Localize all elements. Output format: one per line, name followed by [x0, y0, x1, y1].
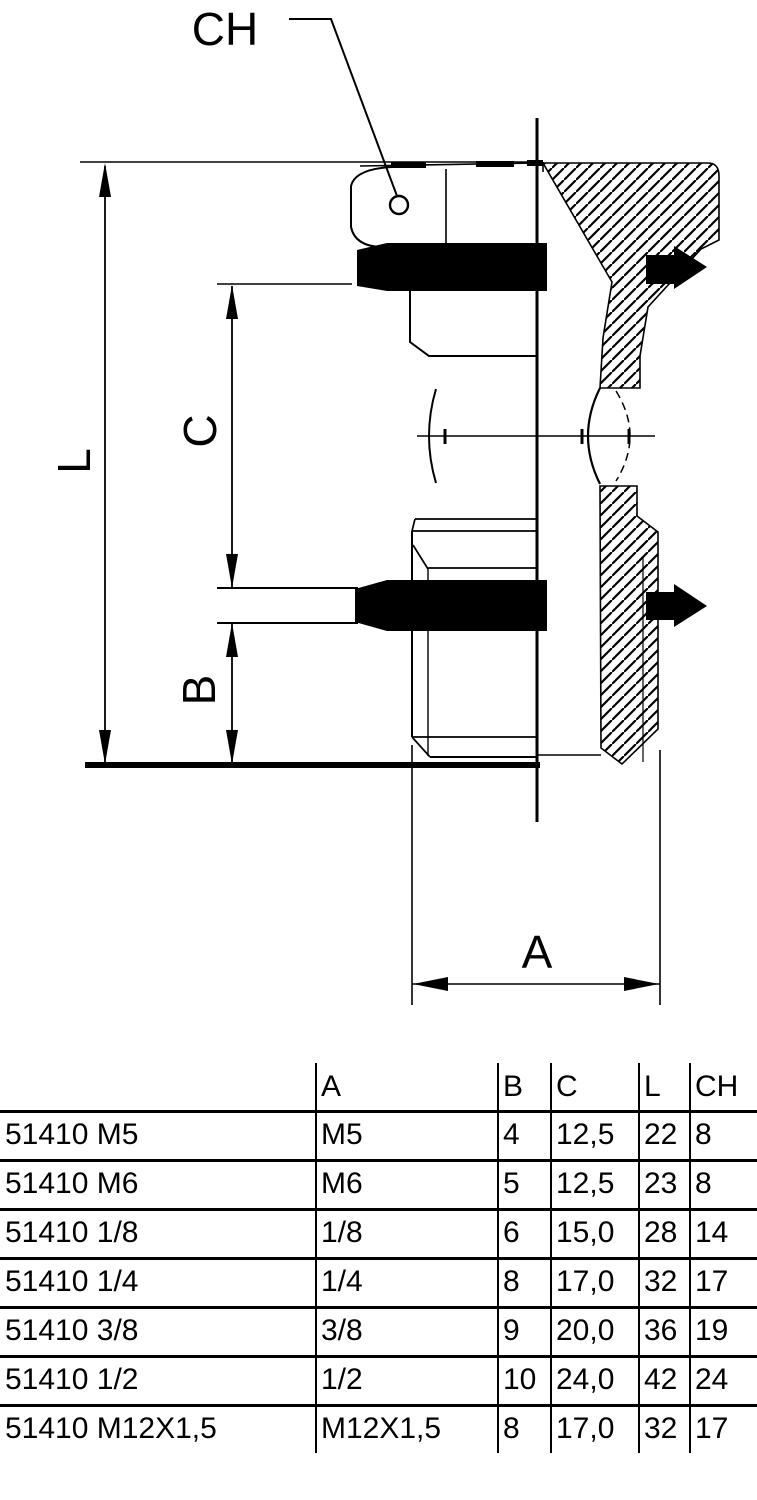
part-number-cell: 51410 M12X1,5 [5, 1412, 217, 1445]
value-a-cell: 1/4 [321, 1265, 363, 1298]
header-part [0, 1063, 315, 1110]
upper-flow-arrow [646, 246, 707, 289]
spherical-cavity-hidden-edge [615, 390, 631, 482]
value-b-cell: 6 [503, 1216, 520, 1249]
spherical-cavity-near-edge [586, 387, 601, 485]
header-l: L [644, 1070, 661, 1103]
table-rule [497, 1063, 499, 1453]
table-rule [315, 1063, 317, 1453]
table-rule [0, 1257, 757, 1260]
dimension-label-a: A [522, 926, 553, 978]
table-rule [689, 1063, 691, 1453]
flow-arrows [646, 246, 707, 627]
value-b-cell: 9 [503, 1314, 520, 1347]
value-c-cell: 12,5 [556, 1118, 615, 1151]
value-ch-cell: 19 [695, 1314, 729, 1347]
value-l-cell: 32 [644, 1265, 678, 1298]
lower-flow-arrow [646, 584, 707, 627]
table-rule [0, 1306, 757, 1309]
value-b-cell: 8 [503, 1265, 520, 1298]
header-c: C [556, 1070, 578, 1103]
value-c-cell: 17,0 [556, 1412, 615, 1445]
part-number-cell: 51410 M6 [5, 1167, 139, 1200]
header-b: B [503, 1070, 524, 1103]
value-ch-cell: 17 [695, 1412, 729, 1445]
value-l-cell: 32 [644, 1412, 678, 1445]
value-b-cell: 8 [503, 1412, 520, 1445]
value-b-cell: 4 [503, 1118, 520, 1151]
wall-section [535, 118, 720, 822]
wall-upper-hatch [541, 162, 720, 389]
value-a-cell: 1/2 [321, 1363, 363, 1396]
table-rule [0, 1110, 757, 1113]
value-b-cell: 10 [503, 1363, 537, 1396]
part-number-cell: 51410 M5 [5, 1118, 139, 1151]
table-row: 51410 M12X1,5 M12X1,5 8 17,0 32 17 [0, 1404, 757, 1453]
value-a-cell: 3/8 [321, 1314, 363, 1347]
table-row: 51410 1/8 1/8 6 15,0 28 14 [0, 1208, 757, 1257]
dimension-lines [80, 161, 661, 1005]
value-c-cell: 20,0 [556, 1314, 615, 1347]
table-row: 51410 M5 M5 4 12,5 22 8 [0, 1110, 757, 1159]
value-ch-cell: 8 [695, 1167, 712, 1200]
value-c-cell: 15,0 [556, 1216, 615, 1249]
value-l-cell: 36 [644, 1314, 678, 1347]
value-c-cell: 17,0 [556, 1265, 615, 1298]
fitting-section-drawing: CH L C B A [48, 3, 720, 1005]
dimension-label-ch: CH [192, 3, 258, 55]
value-l-cell: 28 [644, 1216, 678, 1249]
part-number-cell: 51410 1/4 [5, 1265, 139, 1298]
table-row: 51410 1/2 1/2 10 24,0 42 24 [0, 1355, 757, 1404]
table-row: 51410 3/8 3/8 9 20,0 36 19 [0, 1306, 757, 1355]
value-a-cell: M12X1,5 [321, 1412, 442, 1445]
lower-seal-band [355, 580, 547, 631]
ch-leader-line [289, 18, 410, 216]
dimension-label-b: B [173, 675, 225, 706]
table-row: 51410 1/4 1/4 8 17,0 32 17 [0, 1257, 757, 1306]
table-row: 51410 M6 M6 5 12,5 23 8 [0, 1159, 757, 1208]
table-rule [0, 1404, 757, 1407]
part-number-cell: 51410 1/2 [5, 1363, 139, 1396]
upper-seal-band [357, 243, 547, 291]
value-l-cell: 23 [644, 1167, 678, 1200]
dimensions-table: A B C L CH 51410 M5 M5 4 12,5 22 8 51410… [0, 1063, 757, 1453]
spanner-flat-marker [388, 194, 410, 216]
value-a-cell: 1/8 [321, 1216, 363, 1249]
header-ch: CH [695, 1070, 739, 1103]
table-header-row: A B C L CH [0, 1063, 757, 1110]
dimension-arrowheads [99, 163, 659, 991]
value-a-cell: M5 [321, 1118, 363, 1151]
table-rule [638, 1063, 640, 1453]
value-b-cell: 5 [503, 1167, 520, 1200]
table-rule [0, 1208, 757, 1211]
value-l-cell: 42 [644, 1363, 678, 1396]
seal-bands [355, 243, 547, 631]
part-number-cell: 51410 3/8 [5, 1314, 139, 1347]
value-ch-cell: 8 [695, 1118, 712, 1151]
value-l-cell: 22 [644, 1118, 678, 1151]
value-ch-cell: 14 [695, 1216, 729, 1249]
table-rule [0, 1159, 757, 1162]
value-ch-cell: 17 [695, 1265, 729, 1298]
wall-lower-hatch [599, 485, 659, 766]
header-a: A [321, 1070, 342, 1103]
value-c-cell: 12,5 [556, 1167, 615, 1200]
value-a-cell: M6 [321, 1167, 363, 1200]
table-rule [550, 1063, 552, 1453]
table-rule [0, 1355, 757, 1358]
value-ch-cell: 24 [695, 1363, 729, 1396]
dimension-label-l: L [48, 448, 100, 474]
value-c-cell: 24,0 [556, 1363, 615, 1396]
part-number-cell: 51410 1/8 [5, 1216, 139, 1249]
dimension-label-c: C [174, 414, 226, 447]
